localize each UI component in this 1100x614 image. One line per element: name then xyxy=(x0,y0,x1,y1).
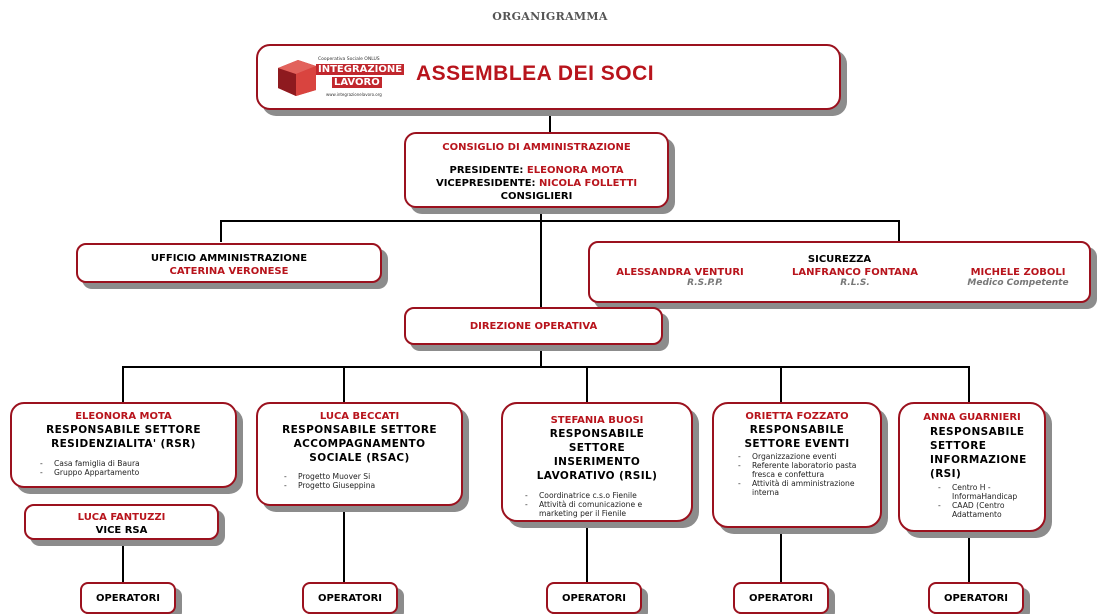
connector xyxy=(968,366,970,402)
sector-role: SETTORE xyxy=(568,442,626,454)
sector-items: Organizzazione eventi Referente laborato… xyxy=(734,452,874,497)
president-name: ELEONORA MOTA xyxy=(526,165,624,176)
list-item: Attività di comunicazione e marketing pe… xyxy=(521,500,683,518)
list-item: Progetto Giuseppina xyxy=(280,481,461,490)
logo-url: www.integrazionelavoro.org xyxy=(326,92,382,97)
board-members: CONSIGLIERI xyxy=(500,191,573,202)
admin-office-box: UFFICIO AMMINISTRAZIONE CATERINA VERONES… xyxy=(76,243,382,283)
sector-role: INSERIMENTO xyxy=(553,456,641,468)
operators-box: OPERATORI xyxy=(733,582,829,614)
sector-box-rsac: LUCA BECCATI RESPONSABILE SETTORE ACCOMP… xyxy=(256,402,463,506)
connector xyxy=(540,207,542,307)
logo-tagline: Cooperativa Sociale ONLUS xyxy=(318,57,380,62)
safety-heading: SICUREZZA xyxy=(807,254,872,265)
list-item: Progetto Muover Si xyxy=(280,472,461,481)
sector-items: Centro H - InformaHandicap CAAD (Centro … xyxy=(934,483,1036,519)
sector-role: SETTORE EVENTI xyxy=(744,438,850,450)
sector-head-name: ANNA GUARNIERI xyxy=(923,412,1021,423)
connector xyxy=(122,538,124,582)
vice-president-name: NICOLA FOLLETTI xyxy=(539,178,638,189)
vice-rsa-box: LUCA FANTUZZI VICE RSA xyxy=(24,504,219,540)
sector-role: INFORMAZIONE xyxy=(930,454,1027,466)
sector-head-name: ORIETTA FOZZATO xyxy=(745,411,849,422)
safety-person-name: LANFRANCO FONTANA xyxy=(791,267,919,278)
connector xyxy=(343,366,345,402)
connector xyxy=(780,366,782,402)
operations-label: DIREZIONE OPERATIVA xyxy=(469,321,598,332)
operators-box: OPERATORI xyxy=(302,582,398,614)
list-item: Organizzazione eventi xyxy=(734,452,874,461)
sector-head-name: ELEONORA MOTA xyxy=(75,411,172,422)
sector-head-name: STEFANIA BUOSI xyxy=(550,415,644,426)
sector-role: ACCOMPAGNAMENTO xyxy=(293,438,426,450)
operators-label: OPERATORI xyxy=(561,593,627,604)
sector-role: RESPONSABILE SETTORE xyxy=(46,424,201,436)
board-box: CONSIGLIO DI AMMINISTRAZIONE PRESIDENTE:… xyxy=(404,132,669,208)
president-label: PRESIDENTE: xyxy=(449,165,524,176)
sector-role: (RSI) xyxy=(930,468,962,480)
vice-president-label: VICEPRESIDENTE: xyxy=(435,178,536,189)
list-item: Referente laboratorio pasta fresca e con… xyxy=(734,461,874,479)
sector-items: Casa famiglia di Baura Gruppo Appartamen… xyxy=(36,459,235,477)
sector-role: RESPONSABILE SETTORE xyxy=(282,424,437,436)
sector-role: RESIDENZIALITA' (RSR) xyxy=(51,438,196,450)
admin-office-label: UFFICIO AMMINISTRAZIONE xyxy=(150,253,308,264)
cube-logo-icon xyxy=(276,58,318,98)
operators-label: OPERATORI xyxy=(317,593,383,604)
board-heading: CONSIGLIO DI AMMINISTRAZIONE xyxy=(442,142,631,153)
operators-label: OPERATORI xyxy=(943,593,1009,604)
safety-person-role: R.S.P.P. xyxy=(687,278,723,288)
connector xyxy=(220,220,900,222)
assembly-box: Cooperativa Sociale ONLUS INTEGRAZIONE L… xyxy=(256,44,841,110)
connector xyxy=(540,345,542,366)
sector-box-rsi: ANNA GUARNIERI RESPONSABILE SETTORE INFO… xyxy=(898,402,1046,532)
operators-label: OPERATORI xyxy=(95,593,161,604)
sector-head-name: LUCA BECCATI xyxy=(319,411,400,422)
list-item: Centro H - InformaHandicap xyxy=(934,483,1036,501)
list-item: Coordinatrice c.s.o Fienile xyxy=(521,491,683,500)
assembly-label: ASSEMBLEA DEI SOCI xyxy=(416,62,655,85)
safety-person-name: ALESSANDRA VENTURI xyxy=(616,267,744,278)
list-item: CAAD (Centro Adattamento xyxy=(934,501,1036,519)
operators-box: OPERATORI xyxy=(546,582,642,614)
operators-label: OPERATORI xyxy=(748,593,814,604)
connector xyxy=(549,110,551,132)
connector xyxy=(968,530,970,582)
sector-box-events: ORIETTA FOZZATO RESPONSABILE SETTORE EVE… xyxy=(712,402,882,528)
sector-role: SETTORE xyxy=(930,440,987,452)
sector-items: Progetto Muover Si Progetto Giuseppina xyxy=(280,472,461,490)
connector xyxy=(586,520,588,582)
sector-role: RESPONSABILE xyxy=(930,426,1025,438)
safety-person-role: R.L.S. xyxy=(840,278,870,288)
sector-role: RESPONSABILE xyxy=(549,428,645,440)
operators-box: OPERATORI xyxy=(928,582,1024,614)
operators-box: OPERATORI xyxy=(80,582,176,614)
logo-line2: LAVORO xyxy=(332,77,382,88)
sector-items: Coordinatrice c.s.o Fienile Attività di … xyxy=(521,491,683,518)
sector-role: RESPONSABILE xyxy=(749,424,845,436)
connector xyxy=(122,366,970,368)
sector-box-rsr: ELEONORA MOTA RESPONSABILE SETTORE RESID… xyxy=(10,402,237,488)
connector xyxy=(122,366,124,402)
connector xyxy=(780,526,782,582)
connector xyxy=(343,504,345,582)
list-item: Casa famiglia di Baura xyxy=(36,459,235,468)
connector xyxy=(898,220,900,242)
sector-box-rsil: STEFANIA BUOSI RESPONSABILE SETTORE INSE… xyxy=(501,402,693,522)
vice-name: LUCA FANTUZZI xyxy=(77,512,166,523)
sector-role: LAVORATIVO (RSIL) xyxy=(536,470,658,482)
page-title: ORGANIGRAMMA xyxy=(492,10,608,23)
connector xyxy=(220,220,222,242)
list-item: Gruppo Appartamento xyxy=(36,468,235,477)
list-item: Attività di amministrazione interna xyxy=(734,479,874,497)
safety-person-name: MICHELE ZOBOLI xyxy=(970,267,1066,278)
connector xyxy=(586,366,588,402)
safety-box: SICUREZZA ALESSANDRA VENTURI R.S.P.P. LA… xyxy=(588,241,1091,303)
admin-office-name: CATERINA VERONESE xyxy=(169,266,289,277)
sector-role: SOCIALE (RSAC) xyxy=(309,452,410,464)
vice-role: VICE RSA xyxy=(95,525,148,536)
safety-person-role: Medico Competente xyxy=(967,278,1069,288)
operations-box: DIREZIONE OPERATIVA xyxy=(404,307,663,345)
logo-line1: INTEGRAZIONE xyxy=(316,64,405,75)
